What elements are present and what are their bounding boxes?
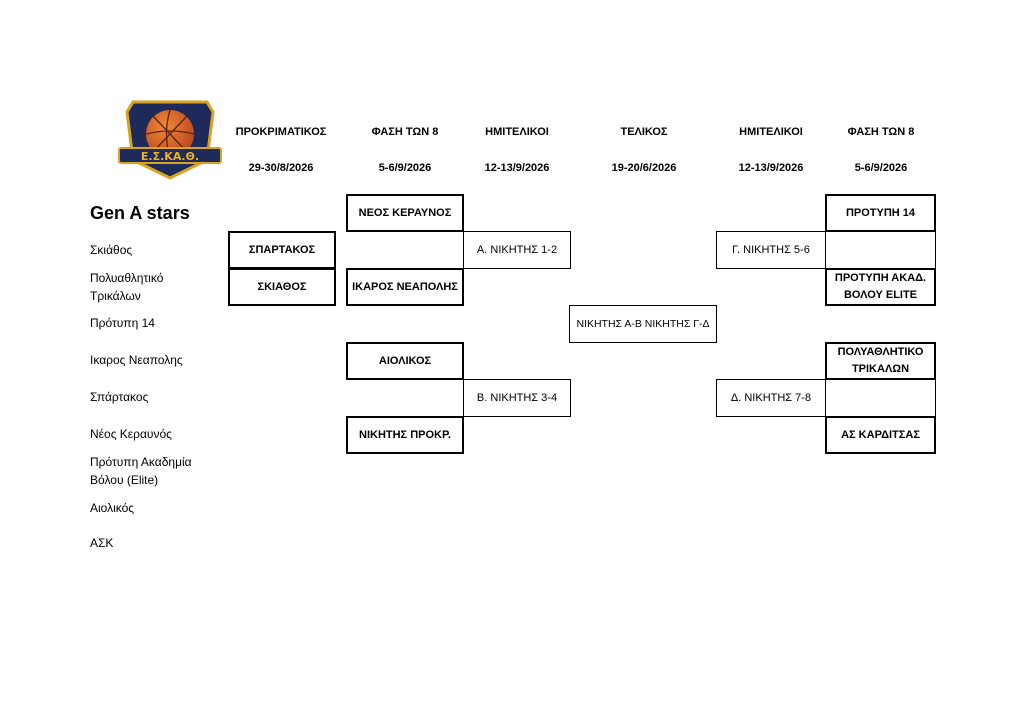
right-qf-slot-1: ΠΡΟΤΥΠΗ 14 <box>825 194 936 232</box>
left-qf-connector-1 <box>346 231 464 269</box>
team-list-item: Νέος Κεραυνός <box>90 427 172 441</box>
phase-date-right-qf: 5-6/9/2026 <box>854 162 908 174</box>
right-qf-slot-3: ΠΟΛΥΑΘΛΗΤΙΚΟ ΤΡΙΚΑΛΩΝ <box>825 342 936 380</box>
phase-header-left-qf: ΦΑΣΗ ΤΩΝ 8 <box>371 126 439 138</box>
team-list-item: Ικαρος Νεαπολης <box>90 353 183 367</box>
team-list-item: Πρότυπη Ακαδημία Βόλου (Elite) <box>90 455 192 487</box>
qualifier-match-slot-1: ΣΠΑΡΤΑΚΟΣ <box>228 231 336 269</box>
left-qf-slot-4: ΝΙΚΗΤΗΣ ΠΡΟΚΡ. <box>346 416 464 454</box>
team-list-item: Αιολικός <box>90 501 135 515</box>
phase-header-qualifier: ΠΡΟΚΡΙΜΑΤΙΚΟΣ <box>235 126 327 138</box>
left-sf-slot-1: Α. ΝΙΚΗΤΗΣ 1-2 <box>463 231 571 269</box>
right-sf-slot-2: Δ. ΝΙΚΗΤΗΣ 7-8 <box>716 379 826 417</box>
left-sf-slot-2: Β. ΝΙΚΗΤΗΣ 3-4 <box>463 379 571 417</box>
phase-date-qualifier: 29-30/8/2026 <box>248 162 314 174</box>
phase-date-left-sf: 12-13/9/2026 <box>484 162 550 174</box>
phase-header-final: ΤΕΛΙΚΟΣ <box>620 126 668 138</box>
team-list-item: Πρότυπη 14 <box>90 316 155 330</box>
eskath-logo: Ε.Σ.ΚΑ.Θ. <box>115 90 225 182</box>
phase-date-right-sf: 12-13/9/2026 <box>738 162 804 174</box>
left-qf-slot-3: ΑΙΟΛΙΚΟΣ <box>346 342 464 380</box>
right-qf-connector-2 <box>825 379 936 417</box>
qualifier-match-slot-2: ΣΚΙΑΘΟΣ <box>228 268 336 306</box>
right-qf-slot-4: ΑΣ ΚΑΡΔΙΤΣΑΣ <box>825 416 936 454</box>
phase-date-final: 19-20/6/2026 <box>611 162 677 174</box>
logo-text: Ε.Σ.ΚΑ.Θ. <box>141 150 199 163</box>
team-list-item: Πολυαθλητικό Τρικάλων <box>90 271 164 303</box>
team-list-item: Σπάρτακος <box>90 390 149 404</box>
team-list-item: ΑΣΚ <box>90 536 114 550</box>
right-sf-slot-1: Γ. ΝΙΚΗΤΗΣ 5-6 <box>716 231 826 269</box>
right-qf-slot-2: ΠΡΟΤΥΠΗ ΑΚΑΔ. ΒΟΛΟΥ ELITE <box>825 268 936 306</box>
left-qf-connector-2 <box>346 379 464 417</box>
phase-date-left-qf: 5-6/9/2026 <box>378 162 432 174</box>
phase-header-right-sf: ΗΜΙΤΕΛΙΚΟΙ <box>739 126 803 138</box>
left-qf-slot-1: ΝΕΟΣ ΚΕΡΑΥΝΟΣ <box>346 194 464 232</box>
phase-header-right-qf: ΦΑΣΗ ΤΩΝ 8 <box>847 126 915 138</box>
team-list-item: Σκιάθος <box>90 243 133 257</box>
left-qf-slot-2: ΙΚΑΡΟΣ ΝΕΑΠΟΛΗΣ <box>346 268 464 306</box>
final-slot: ΝΙΚΗΤΗΣ Α-Β ΝΙΚΗΤΗΣ Γ-Δ <box>569 305 717 343</box>
right-qf-connector-1 <box>825 231 936 269</box>
group-title: Gen A stars <box>90 203 190 223</box>
phase-header-left-sf: ΗΜΙΤΕΛΙΚΟΙ <box>485 126 549 138</box>
